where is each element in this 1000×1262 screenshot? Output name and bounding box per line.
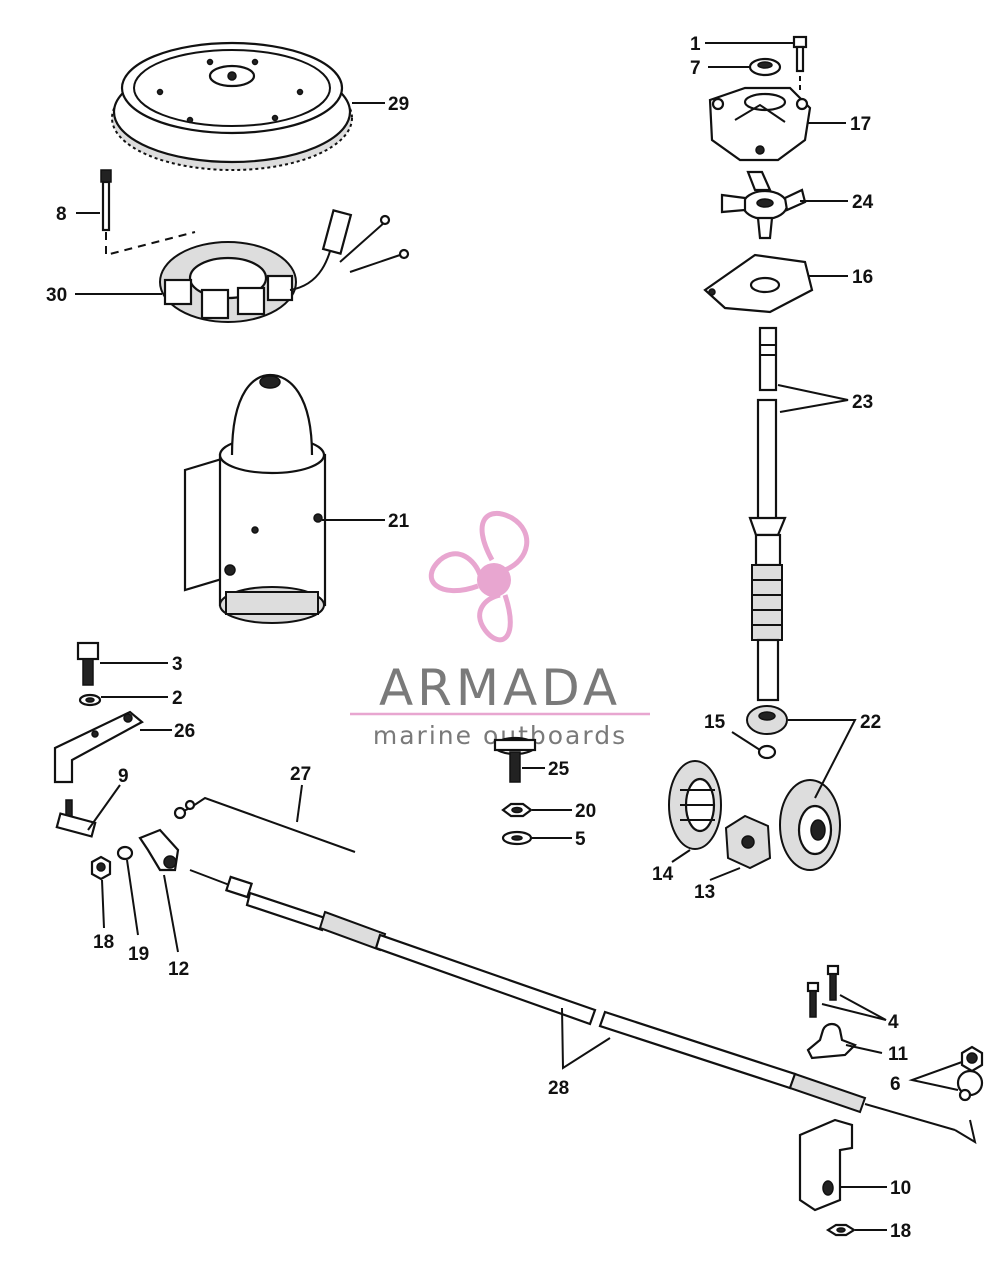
stator-part [159, 209, 410, 323]
pinion-nut-part [757, 744, 777, 760]
callout-20: 20 [575, 801, 596, 822]
shift-cable-part [189, 869, 977, 1145]
pump-screw-part [792, 35, 808, 92]
callout-21: 21 [388, 511, 410, 532]
callout-24: 24 [852, 192, 874, 213]
clamp-screws-part [806, 964, 840, 1018]
callout-19: 19 [128, 944, 149, 965]
nut-part [90, 855, 112, 881]
callout-3: 3 [172, 654, 183, 675]
callout-30: 30 [46, 285, 67, 306]
propeller-hub-icon [477, 563, 511, 597]
stator-screw-part [100, 169, 196, 257]
clutch-dog-part [724, 814, 772, 870]
propeller-icon [428, 511, 530, 643]
cable-clamp-part [806, 1022, 857, 1060]
callout-28: 28 [548, 1078, 569, 1099]
callout-5: 5 [575, 829, 586, 850]
starter-motor-part [183, 373, 327, 624]
pump-plate-part [703, 253, 814, 314]
callout-8: 8 [56, 204, 67, 225]
callout-12: 12 [168, 959, 189, 980]
callout-18-left: 18 [93, 932, 114, 953]
callout-15: 15 [704, 712, 726, 733]
bolt-part [76, 641, 100, 686]
callout-7: 7 [690, 58, 701, 79]
cable-connector-part [55, 799, 97, 838]
watermark-brand: ARMADA [379, 659, 621, 717]
callout-27: 27 [290, 764, 311, 785]
bracket-nut-part [825, 1223, 857, 1237]
seal-part [748, 57, 782, 77]
flat-washer-part [501, 830, 533, 846]
callout-23: 23 [852, 392, 873, 413]
callout-10: 10 [890, 1178, 911, 1199]
callout-29: 29 [388, 94, 409, 115]
callout-22: 22 [860, 712, 881, 733]
impeller-part [720, 170, 807, 240]
mounting-bracket-part [798, 1118, 854, 1212]
shift-rod-part [173, 796, 356, 853]
flywheel-part [111, 41, 353, 171]
callout-1: 1 [690, 34, 701, 55]
callout-2: 2 [172, 688, 183, 709]
callout-25: 25 [548, 759, 570, 780]
pinion-gear-part [746, 705, 788, 735]
reverse-gear-part [668, 760, 722, 850]
callout-6: 6 [890, 1074, 901, 1095]
callout-11: 11 [888, 1044, 909, 1065]
callout-4: 4 [888, 1012, 899, 1033]
ball-joint-part [956, 1045, 984, 1102]
pivot-clamp-part [138, 828, 180, 872]
callout-18-right: 18 [890, 1221, 911, 1242]
callout-16: 16 [852, 267, 873, 288]
callout-9: 9 [118, 766, 129, 787]
callout-26: 26 [174, 721, 195, 742]
hex-nut-part [501, 802, 533, 818]
thumb-screw-part [493, 736, 537, 783]
callout-13: 13 [694, 882, 715, 903]
pump-housing-part [708, 86, 812, 162]
shift-lever-part [53, 710, 144, 784]
drive-shaft-part [748, 326, 787, 702]
forward-gear-part [779, 779, 841, 871]
callout-14: 14 [652, 864, 674, 885]
lock-washer-part [116, 845, 134, 861]
armada-logo: ARMADA marine outboards [350, 511, 650, 750]
washer-part [78, 693, 102, 707]
callout-17: 17 [850, 114, 871, 135]
